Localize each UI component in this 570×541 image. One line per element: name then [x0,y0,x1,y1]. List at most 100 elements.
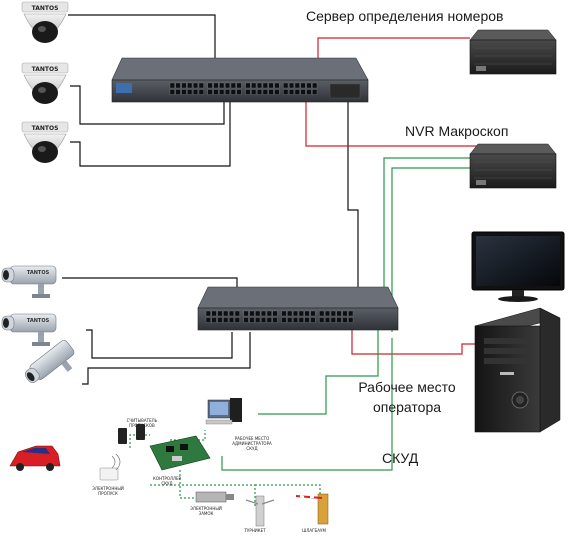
switch-port [198,89,204,95]
switch-port [300,89,306,95]
switch-port [205,310,211,317]
switch-port [217,317,223,323]
switch-port [213,82,219,89]
camera-brand-label: TANTOS [32,66,59,73]
switch-port [223,317,229,323]
caption-barrier: ШЛАГБАУМ [302,528,326,533]
switch-port [348,317,354,323]
switch-port [223,310,229,317]
nvr-server [469,143,557,189]
car-icon [9,445,61,471]
switch-port [219,89,225,95]
switch-port [262,89,268,95]
switch-port [257,89,262,95]
switch-port [169,82,175,89]
camera-brand-label: TANTOS [27,318,50,324]
cable-green-nvr-2 [391,167,470,332]
switch-port [274,89,280,95]
caption-controller: КОНТРОЛЛЕР СКУД [153,476,181,486]
switch-port [229,317,234,323]
switch-port [251,89,257,95]
skud-controller-board [149,435,211,471]
switch-port [304,317,310,323]
switch-port [287,310,293,317]
cable-bullet-3 [82,332,251,385]
switch-port [181,82,187,89]
switch-port [225,82,230,89]
switch-port [181,89,187,95]
switch-port [261,310,266,317]
cable-dome-3 [70,92,231,167]
label-access-control: СКУД [382,450,419,466]
switch-port [306,89,312,95]
switch-port [348,310,354,317]
switch-port [336,317,342,323]
switch-port [272,310,278,317]
switch-port [330,317,336,323]
dome-camera-2: TANTOS [21,62,69,104]
switch-port [193,82,198,89]
switch-port [283,82,289,89]
operator-pc-tower [474,307,561,433]
switch-port [319,317,325,323]
lower-network-switch [197,286,399,331]
switch-port [187,89,193,95]
switch-port [175,82,181,89]
card-reader-2 [136,424,145,440]
dome-camera-3: TANTOS [21,121,69,163]
switch-port [325,310,330,317]
cable-dome-2 [70,85,225,125]
switch-port [219,82,225,89]
switch-port [274,82,280,89]
caption-turnstile: ТУРНИКЕТ [244,528,266,533]
switch-port [306,82,312,89]
switch-port [289,82,294,89]
switch-port [294,82,300,89]
switch-port [262,82,268,89]
electronic-lock [195,491,234,503]
switch-port [330,310,336,317]
switch-port [249,317,255,323]
switch-port [312,82,318,89]
label-nvr: NVR Макроскоп [405,123,509,139]
skud-admin-workstation [205,398,242,425]
switch-port [272,317,278,323]
switch-port [289,89,294,95]
switch-port [236,82,242,89]
label-caller-id-server: Сервер определения номеров [306,8,504,24]
switch-port [293,310,298,317]
switch-port [205,317,211,323]
switch-port [283,89,289,95]
switch-port [298,310,304,317]
switch-port [257,82,262,89]
switch-port [211,317,217,323]
cable-dome-1 [68,14,216,73]
switch-port [207,89,213,95]
switch-port [217,310,223,317]
switch-port [298,317,304,323]
cable-green-skud-controller [221,338,393,471]
switch-port [266,317,272,323]
switch-port [175,89,181,95]
electronic-pass-card [99,453,121,481]
camera-brand-label: TANTOS [32,125,59,132]
switch-port [229,310,234,317]
switch-port [310,310,316,317]
switch-port [293,317,298,323]
switch-port [230,89,236,95]
cable-skud-dotted-5 [129,434,150,448]
switch-port [169,89,175,95]
bullet-camera-3 [24,340,75,383]
switch-port [268,82,274,89]
caption-electronic-pass: ЭЛЕКТРОННЫЙ ПРОПУСК [92,486,124,496]
switch-port [325,317,330,323]
switch-port [225,89,230,95]
switch-port [236,89,242,95]
switch-port [234,310,240,317]
switch-port [230,82,236,89]
switch-port [336,310,342,317]
bullet-camera-2: TANTOS [1,313,57,346]
switch-port [266,310,272,317]
switch-port [249,310,255,317]
switch-port [310,317,316,323]
